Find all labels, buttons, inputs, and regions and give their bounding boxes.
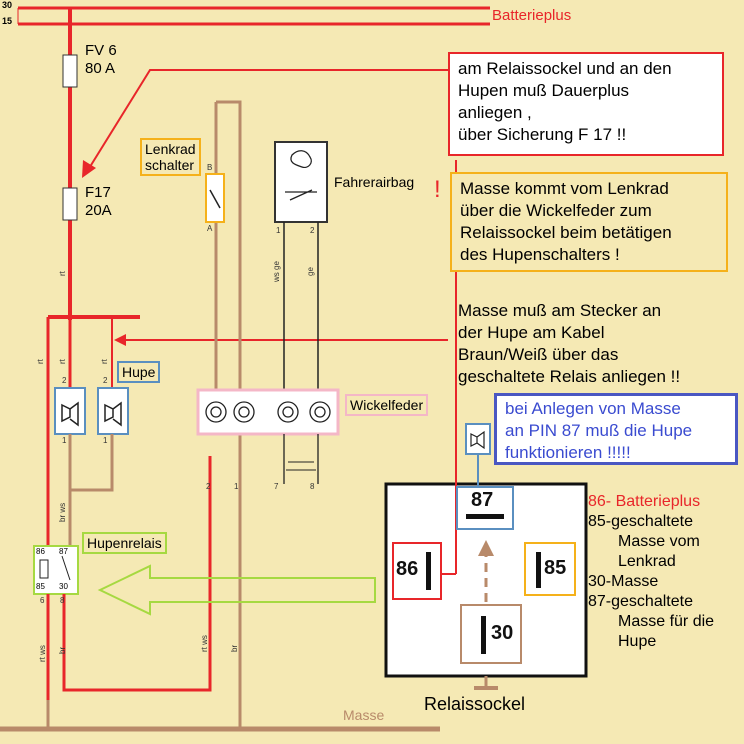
fuse-f17-name: F17 [85, 184, 111, 201]
socket-horn-box [465, 423, 491, 455]
horn-right-pin-2: 2 [103, 376, 108, 385]
relay-pin-85: 85 [36, 582, 45, 591]
steering-switch-icon [209, 189, 221, 209]
fuse-fv6-rating: 80 A [85, 60, 116, 77]
legend-85b: Masse vom [618, 533, 700, 550]
clockspring-pin-1: 1 [234, 482, 239, 491]
socket-pin-30-bar [481, 616, 486, 654]
socket-pin-86-label: 86 [396, 558, 419, 580]
socket-pin-87-label: 87 [471, 489, 494, 511]
relay-label: Hupenrelais [82, 532, 167, 554]
relay-coil-icon [39, 559, 49, 579]
legend-30: 30-Masse [588, 573, 659, 590]
airbag-pin-1: 1 [276, 226, 281, 235]
socket-pin-85-bar [536, 552, 541, 588]
wire-label-rt-relay: rt [36, 359, 45, 364]
horn-left-pin-2: 2 [62, 376, 67, 385]
battery-label: Batterieplus [492, 7, 572, 24]
wire-label-br-steering: br [230, 644, 239, 652]
relay-box [33, 545, 79, 595]
legend-87b: Masse für die [618, 613, 715, 630]
relay-pin-87: 87 [59, 547, 68, 556]
fuse-fv6 [62, 54, 78, 88]
steering-ground-wire [216, 100, 242, 728]
airbag-pin-2: 2 [310, 226, 315, 235]
ground-label: Masse [343, 707, 385, 723]
fuse-fv6-name: FV 6 [85, 42, 117, 59]
wire-label-ge: ge [306, 267, 315, 276]
rail-30-label: 30 [2, 0, 13, 10]
relay-bottom-pin-8: 8 [60, 596, 65, 605]
socket-horn-icon [470, 430, 485, 450]
horn-left-pin-1: 1 [62, 436, 67, 445]
legend-86: 86- Batterieplus [588, 493, 701, 510]
clockspring-bridge [286, 461, 316, 471]
socket-pin-86-bar [426, 552, 431, 590]
clockspring-box [196, 388, 340, 436]
note-red-arrowhead [82, 160, 96, 178]
socket-pin-30: 30 [460, 604, 522, 664]
socket-pin-85-label: 85 [544, 557, 567, 579]
note-masse-lenkrad: Masse kommt vom Lenkrad über die Wickelf… [450, 172, 728, 272]
legend-85c: Lenkrad [618, 553, 676, 570]
note-red-arrow [87, 69, 448, 171]
socket-pin-87-bar [466, 514, 504, 519]
fuse-f17-rating: 20A [85, 202, 112, 219]
fuse-f17 [62, 187, 78, 221]
legend-85a: 85-geschaltete [588, 513, 693, 530]
airbag-box [274, 141, 328, 223]
note-exclamation: ! [434, 176, 441, 203]
relay-contact-icon [61, 555, 71, 581]
wire-label-rt-horn-left: rt [58, 359, 67, 364]
clockspring-pin-2: 2 [206, 482, 211, 491]
socket-pin-30-label: 30 [491, 622, 514, 644]
socket-pin-85: 85 [524, 542, 576, 596]
clockspring-label: Wickelfeder [345, 394, 429, 416]
steering-switch-label: Lenkrad schalter [140, 138, 201, 176]
wire-label-rt-main: rt [58, 271, 67, 276]
horn-left-icon [61, 401, 79, 427]
note-pin87: bei Anlegen von Masse an PIN 87 muß die … [494, 393, 738, 465]
wire-label-rt-ws-steering: rt ws [200, 635, 209, 652]
legend-87c: Hupe [618, 633, 657, 650]
socket-arrowhead [478, 540, 494, 556]
airbag-icon [285, 150, 317, 201]
steering-pin-b: B [207, 163, 213, 172]
wire-label-br-ws: br ws [58, 502, 67, 522]
steering-pin-a: A [207, 224, 213, 233]
horn-return-wire [68, 434, 114, 492]
clockspring-coils [205, 401, 331, 423]
relay-pin-30: 30 [59, 582, 68, 591]
note-masse-stecker: Masse muß am Stecker an der Hupe am Kabe… [458, 301, 681, 386]
legend-87a: 87-geschaltete [588, 593, 693, 610]
wire-label-rt-horn-right: rt [100, 359, 109, 364]
airbag-label: Fahrerairbag [334, 174, 415, 190]
socket-title: Relaissockel [424, 694, 526, 714]
note-dauerplus: am Relaissockel und an den Hupen muß Dau… [448, 52, 724, 156]
wire-label-ws-ge: ws ge [272, 261, 281, 282]
horn-label: Hupe [117, 361, 161, 383]
horn-right-pin-1: 1 [103, 436, 108, 445]
rail-15-label: 15 [2, 16, 13, 26]
relay-pin-86: 86 [36, 547, 45, 556]
note-plain-arrowhead [114, 334, 126, 346]
clockspring-pin-7: 7 [274, 482, 279, 491]
relay-bottom-pin-6: 6 [40, 596, 45, 605]
pin-legend: 86- Batterieplus 85-geschaltete Masse vo… [588, 492, 714, 652]
horn-right-icon [104, 401, 122, 427]
wire-label-br-relay: br [58, 646, 67, 654]
relay-wire-8 [62, 456, 212, 692]
clockspring-pin-8: 8 [310, 482, 315, 491]
socket-pin-87: 87 [456, 486, 514, 530]
wire-label-rt-ws-relay: rt ws [38, 645, 47, 662]
green-arrow [97, 564, 376, 616]
socket-pin-86: 86 [392, 542, 442, 600]
